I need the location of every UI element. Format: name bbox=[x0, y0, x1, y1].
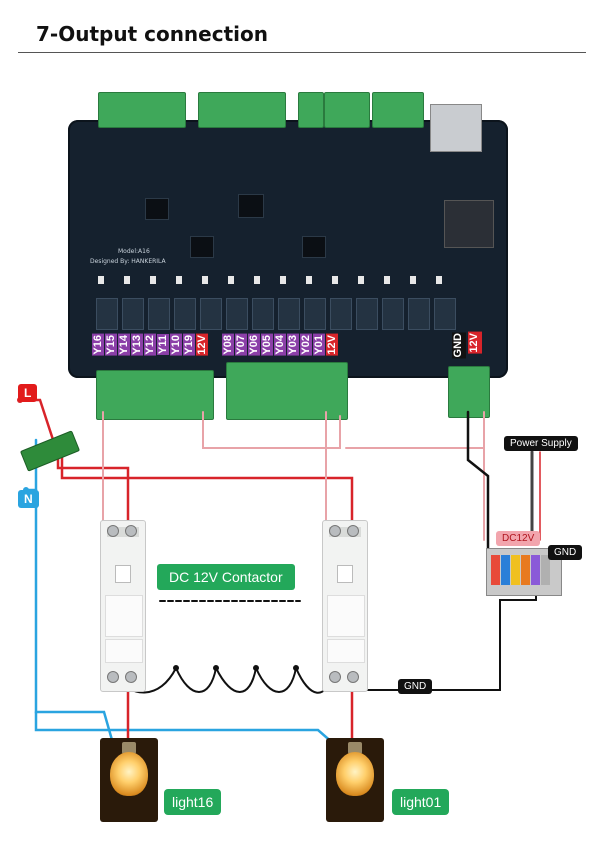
output-driver bbox=[252, 298, 274, 330]
output-driver bbox=[304, 298, 326, 330]
output-driver bbox=[382, 298, 404, 330]
power-supply-label: Power Supply bbox=[504, 436, 578, 451]
contactor-label-panel bbox=[327, 595, 365, 637]
output-driver bbox=[330, 298, 352, 330]
status-led bbox=[436, 276, 442, 284]
contactor-warning-panel bbox=[327, 639, 365, 663]
output-driver bbox=[122, 298, 144, 330]
model-label: Model:A16 bbox=[118, 248, 150, 255]
output-driver bbox=[96, 298, 118, 330]
output-driver bbox=[434, 298, 456, 330]
line-wire bbox=[60, 453, 354, 530]
contactor-switch bbox=[115, 565, 131, 583]
light01-label: light01 bbox=[392, 789, 450, 815]
contactor-label-panel bbox=[105, 595, 143, 637]
terminal-cell bbox=[541, 555, 550, 585]
line-label: L bbox=[18, 384, 38, 402]
terminal-cell bbox=[531, 555, 540, 585]
screw-icon bbox=[107, 525, 119, 537]
output-driver bbox=[226, 298, 248, 330]
output-driver bbox=[148, 298, 170, 330]
output-driver bbox=[174, 298, 196, 330]
status-led bbox=[150, 276, 156, 284]
neutral-label: N bbox=[18, 490, 39, 508]
gnd-node bbox=[253, 665, 259, 671]
screw-icon bbox=[125, 671, 137, 683]
status-led bbox=[98, 276, 104, 284]
bulb-glass bbox=[336, 752, 374, 796]
contactor-label: DC 12V Contactor bbox=[157, 564, 295, 590]
top-terminal-strip-5 bbox=[372, 92, 424, 128]
status-led bbox=[228, 276, 234, 284]
status-led bbox=[306, 276, 312, 284]
light-bulb-icon bbox=[326, 738, 384, 822]
ic-chip bbox=[302, 236, 326, 258]
gnd-wire bbox=[339, 595, 537, 691]
ic-chip bbox=[190, 236, 214, 258]
top-terminal-strip-4 bbox=[324, 92, 370, 128]
light16-label: light16 bbox=[164, 789, 222, 815]
output-terminal-left bbox=[96, 370, 214, 420]
signal-wire bbox=[202, 411, 341, 449]
screw-icon bbox=[107, 671, 119, 683]
gnd-label-bottom: GND bbox=[398, 679, 433, 694]
status-led bbox=[280, 276, 286, 284]
terminal-cell bbox=[491, 555, 500, 585]
contactor-slot bbox=[329, 527, 361, 537]
output-driver bbox=[200, 298, 222, 330]
wifi-module-icon bbox=[444, 200, 494, 248]
ic-chip bbox=[145, 198, 169, 220]
neutral-wire bbox=[34, 710, 336, 746]
status-led bbox=[176, 276, 182, 284]
contactor-switch bbox=[337, 565, 353, 583]
gnd-node bbox=[173, 665, 179, 671]
bulb-glass bbox=[110, 752, 148, 796]
power-terminal bbox=[448, 366, 490, 418]
ic-chip bbox=[238, 194, 264, 218]
status-led bbox=[358, 276, 364, 284]
terminal-block-icon bbox=[486, 548, 562, 596]
ethernet-port-icon bbox=[430, 104, 482, 152]
top-terminal-strip-1 bbox=[98, 92, 186, 128]
screw-icon bbox=[329, 525, 341, 537]
light-bulb-icon bbox=[100, 738, 158, 822]
designer-label: Designed By: HANKERILA bbox=[90, 258, 166, 265]
neutral-wire bbox=[34, 488, 114, 742]
gnd-node bbox=[213, 665, 219, 671]
output-driver bbox=[356, 298, 378, 330]
status-led bbox=[124, 276, 130, 284]
terminal-cell bbox=[511, 555, 520, 585]
page-title: 7-Output connection bbox=[36, 22, 268, 46]
gnd-label-top: GND bbox=[548, 545, 583, 560]
status-led bbox=[202, 276, 208, 284]
output-driver bbox=[278, 298, 300, 330]
title-divider bbox=[18, 52, 586, 53]
contactor-slot bbox=[107, 527, 139, 537]
contactor-warning-panel bbox=[105, 639, 143, 663]
top-terminal-strip-3 bbox=[298, 92, 324, 128]
screw-icon bbox=[329, 671, 341, 683]
screw-icon bbox=[347, 525, 359, 537]
output-driver bbox=[408, 298, 430, 330]
bulb-cap bbox=[348, 742, 362, 754]
dc12v-label: DC12V bbox=[496, 531, 541, 546]
bulb-cap bbox=[122, 742, 136, 754]
gnd-node bbox=[293, 665, 299, 671]
status-led bbox=[410, 276, 416, 284]
top-terminal-strip-2 bbox=[198, 92, 286, 128]
screw-icon bbox=[347, 671, 359, 683]
terminal-cell bbox=[501, 555, 510, 585]
status-led bbox=[384, 276, 390, 284]
status-led bbox=[332, 276, 338, 284]
output-terminal-right bbox=[226, 362, 348, 420]
status-led bbox=[254, 276, 260, 284]
screw-icon bbox=[125, 525, 137, 537]
relay-row bbox=[96, 270, 476, 330]
contactor-left bbox=[100, 520, 146, 692]
contactor-right bbox=[322, 520, 368, 692]
terminal-cell bbox=[521, 555, 530, 585]
